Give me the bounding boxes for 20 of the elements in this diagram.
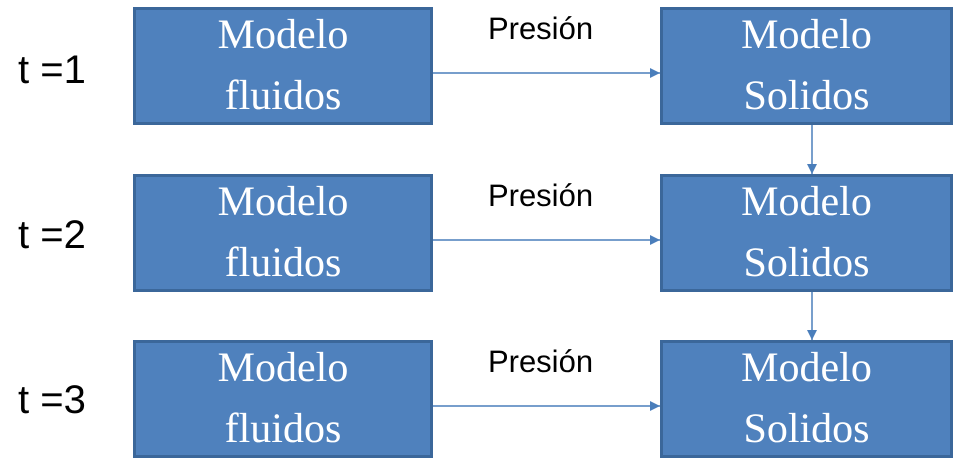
- box-label: Modelo Solidos: [740, 11, 873, 121]
- box-label: Modelo fluidos: [216, 178, 350, 288]
- time-step-label: t =1: [18, 48, 86, 93]
- process-box: [133, 340, 433, 458]
- box-label: Modelo fluidos: [216, 344, 350, 454]
- arrow: [433, 68, 660, 78]
- process-box: [660, 340, 953, 458]
- arrow: [433, 401, 660, 411]
- arrow: [807, 125, 817, 174]
- time-step-label: t =3: [18, 378, 86, 423]
- box-label: Modelo Solidos: [740, 344, 873, 454]
- process-box: [133, 7, 433, 125]
- process-box: [660, 174, 953, 292]
- box-label: Modelo fluidos: [216, 11, 350, 121]
- time-step-label: t =2: [18, 213, 86, 258]
- box-label: Modelo Solidos: [740, 178, 873, 288]
- process-box: [660, 7, 953, 125]
- process-box: [133, 174, 433, 292]
- arrow: [807, 292, 817, 340]
- arrow: [433, 235, 660, 245]
